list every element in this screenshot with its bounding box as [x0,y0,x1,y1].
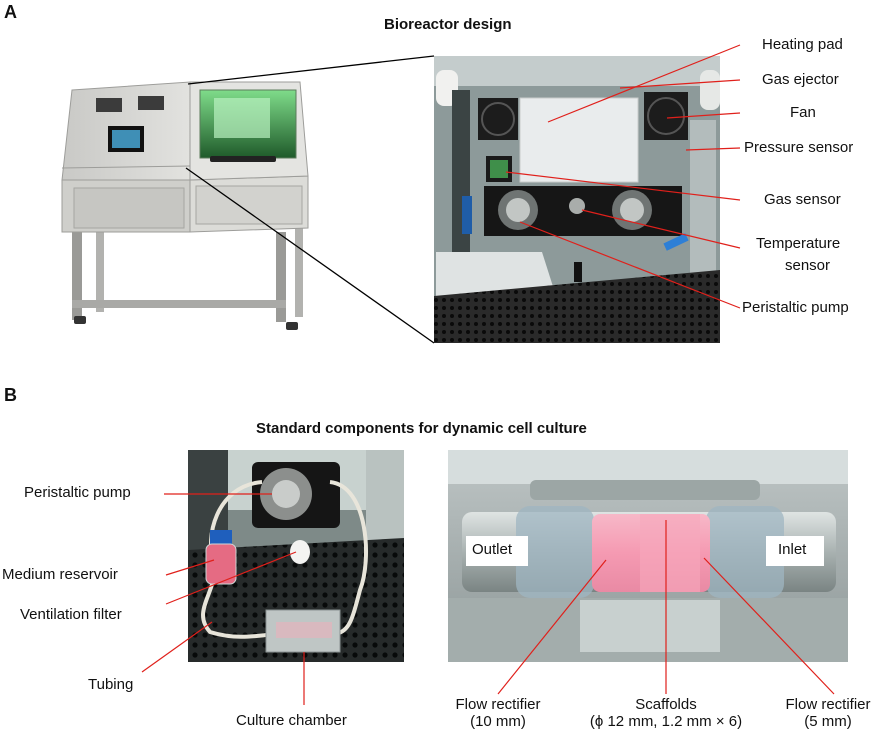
label-flow-rectifier-5: Flow rectifier (5 mm) [772,696,884,730]
label-gas-sensor: Gas sensor [764,191,841,208]
label-culture-chamber: Culture chamber [236,712,347,729]
bioreactor-interior-photo [434,56,720,343]
label-peristaltic-pump-b: Peristaltic pump [24,484,131,501]
culture-chamber-closeup-photo [448,450,848,662]
label-pressure-sensor: Pressure sensor [744,139,854,156]
panel-letter-b: B [4,385,17,405]
dynamic-culture-setup-photo [188,450,404,662]
label-fan: Fan [790,104,816,121]
label-heating-pad: Heating pad [762,36,843,53]
label-medium-reservoir: Medium reservoir [2,566,118,583]
bioreactor-cabinet-photo [61,81,309,330]
label-flow-rectifier-5-line2: (5 mm) [804,713,852,730]
label-inlet: Inlet [778,541,807,558]
panel-b-left-leader-lines [141,493,305,705]
label-flow-rectifier-10-line1: Flow rectifier [455,696,541,713]
label-peristaltic-pump-a: Peristaltic pump [742,299,849,316]
label-tubing: Tubing [88,676,134,693]
panel-b-right-leader-lines [497,520,835,695]
label-ventilation-filter: Ventilation filter [20,606,122,623]
panel-b-title: Standard components for dynamic cell cul… [256,420,587,437]
label-gas-ejector: Gas ejector [762,71,839,88]
panel-letter-a: A [4,2,17,22]
label-flow-rectifier-10-line2: (10 mm) [470,713,526,730]
panel-a-title: Bioreactor design [384,16,512,33]
label-outlet: Outlet [472,541,513,558]
zoom-line-top [187,55,435,85]
label-flow-rectifier-10: Flow rectifier (10 mm) [442,696,554,730]
panel-a-leader-lines [505,44,741,309]
label-temperature-line2: sensor [785,257,831,274]
label-temperature-line1: Temperature [756,235,841,252]
label-scaffolds-line2: (ϕ 12 mm, 1.2 mm × 6) [589,713,743,730]
label-flow-rectifier-5-line1: Flow rectifier [785,696,871,713]
label-scaffolds-line1: Scaffolds [635,696,697,713]
label-scaffolds: Scaffolds (ϕ 12 mm, 1.2 mm × 6) [576,696,756,730]
zoom-line-bottom [185,167,435,344]
